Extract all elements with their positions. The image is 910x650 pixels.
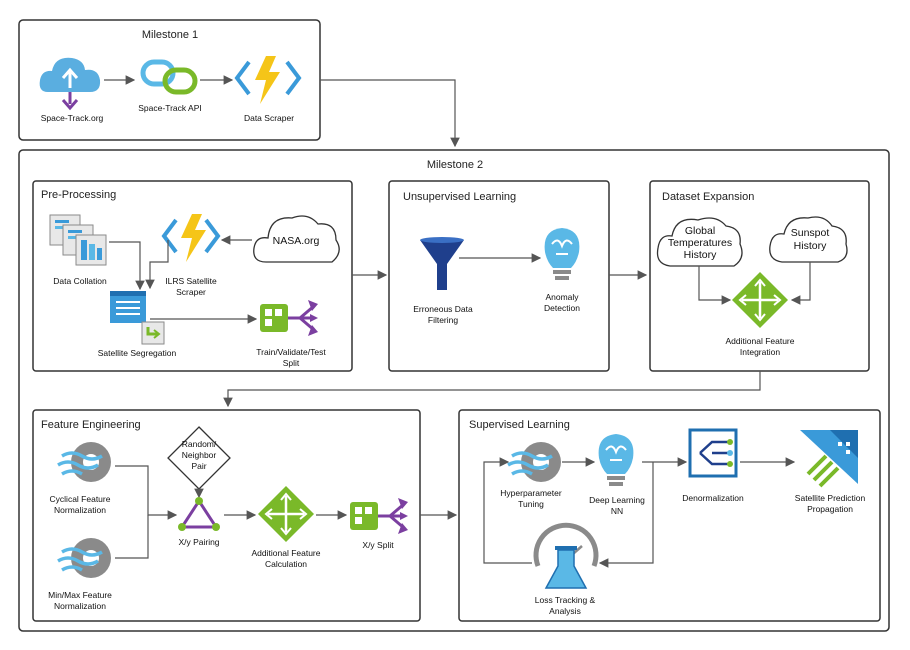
feature-calc-label-line1: Additional Feature (252, 548, 321, 558)
link-icon (140, 59, 198, 95)
nasa-label: NASA.org (273, 235, 320, 247)
pair-label-line1: Random/ (182, 439, 217, 449)
sunspot-label-line2: History (794, 240, 827, 252)
split-label-line1: Train/Validate/Test (256, 347, 326, 357)
nasa-cloud-icon: NASA.org (253, 215, 340, 263)
arrow-collation-to-segregation (109, 241, 145, 291)
minmax-label-line1: Min/Max Feature (48, 590, 112, 600)
denormalization-label: Denormalization (682, 493, 744, 503)
data-scraper-label: Data Scraper (244, 113, 294, 123)
feature-engineering-title: Feature Engineering (41, 419, 141, 431)
split-arrows-icon (350, 498, 408, 534)
global-temperatures-cloud-icon: Global Temperatures History (656, 217, 743, 267)
arrow-cyclical-to-pairing (115, 465, 178, 520)
dataset-expansion-title: Dataset Expansion (662, 191, 754, 203)
filter-label-line1: Erroneous Data (413, 304, 473, 314)
cyclical-label-line1: Cyclical Feature (50, 494, 111, 504)
sunspot-cloud-icon: Sunspot History (769, 216, 848, 263)
brain-bulb-icon (544, 228, 580, 280)
space-track-api-label: Space-Track API (138, 103, 201, 113)
global-temperatures-label-line3: History (684, 249, 717, 261)
lightning-function-icon (234, 56, 302, 104)
gauge-flask-icon (533, 522, 599, 589)
arrow-ilrs-to-segregation (145, 240, 169, 290)
anomaly-label-line1: Anomaly (545, 292, 579, 302)
anomaly-label-line2: Detection (544, 303, 580, 313)
brain-bulb-icon (598, 434, 634, 486)
weather-gear-icon (57, 442, 111, 482)
split-arrows-icon (260, 300, 318, 336)
cloud-upload-icon (39, 57, 101, 111)
satellite-segregation-label: Satellite Segregation (98, 348, 177, 358)
sunspot-label-line1: Sunspot (791, 227, 830, 239)
hyperparameter-label-line1: Hyperparameter (500, 488, 562, 498)
feature-integration-label-line1: Additional Feature (726, 336, 795, 346)
cyclical-label-line2: Normalization (54, 505, 106, 515)
triangle-pair-icon (178, 497, 220, 531)
weather-gear-icon (507, 442, 561, 482)
milestone1-title: Milestone 1 (142, 29, 198, 41)
feature-calc-label-line2: Calculation (265, 559, 307, 569)
pair-label-line3: Pair (191, 461, 206, 471)
ilrs-scraper-label-line1: ILRS Satellite (165, 276, 217, 286)
xy-pairing-label: X/y Pairing (178, 537, 219, 547)
diamond-move-icon (258, 486, 314, 542)
propagation-label-line2: Propagation (807, 504, 853, 514)
minmax-label-line2: Normalization (54, 601, 106, 611)
arrow-sunspot-to-integration (790, 262, 811, 305)
arrow-expansion-to-feature-engineering (223, 371, 761, 408)
arrow-loss-to-hyper (483, 457, 532, 564)
ilrs-scraper-label-line2: Scraper (176, 287, 206, 297)
diamond-move-icon (732, 272, 788, 328)
data-collation-label: Data Collation (53, 276, 107, 286)
loss-tracking-label-line1: Loss Tracking & (535, 595, 596, 605)
global-temperatures-label-line1: Global (685, 225, 715, 237)
document-segregation-icon (110, 291, 165, 345)
lightning-function-icon (161, 214, 221, 262)
arrow-dl-to-loss (598, 462, 654, 568)
arrow-minmax-to-pairing (115, 515, 149, 559)
space-track-org-label: Space-Track.org (41, 113, 104, 123)
pair-label-line2: Neighbor (182, 450, 217, 460)
feature-integration-label-line2: Integration (740, 347, 780, 357)
unsupervised-box: Unsupervised Learning (388, 180, 610, 372)
preprocessing-title: Pre-Processing (41, 189, 116, 201)
data-collation-icon (49, 214, 107, 266)
denormalization-icon (688, 428, 738, 478)
deep-learning-label-line2: NN (611, 506, 623, 516)
split-label-line2: Split (283, 358, 300, 368)
deep-learning-label-line1: Deep Learning (589, 495, 645, 505)
satellite-prediction-icon (800, 430, 858, 488)
milestone2-title: Milestone 2 (427, 159, 483, 171)
global-temperatures-label-line2: Temperatures (668, 237, 732, 249)
xy-split-label: X/y Split (362, 540, 394, 550)
loss-tracking-label-line2: Analysis (549, 606, 581, 616)
arrow-milestone1-to-milestone2 (320, 79, 460, 148)
funnel-icon (420, 237, 464, 290)
weather-gear-icon (57, 538, 111, 578)
propagation-label-line1: Satellite Prediction (795, 493, 866, 503)
supervised-title: Supervised Learning (469, 419, 570, 431)
unsupervised-title: Unsupervised Learning (403, 191, 516, 203)
hyperparameter-label-line2: Tuning (518, 499, 544, 509)
arrow-temperatures-to-integration (698, 266, 732, 305)
filter-label-line2: Filtering (428, 315, 459, 325)
